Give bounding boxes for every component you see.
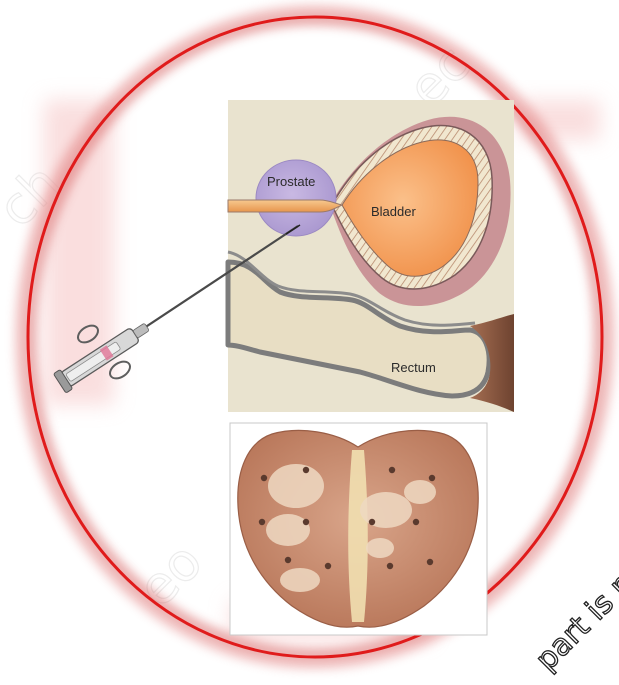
specimen-central-groove (348, 450, 368, 622)
bladder-label: Bladder (371, 204, 416, 219)
prostate-specimen-panel (230, 423, 487, 635)
anatomy-panel: Prostate Bladder Rectum (228, 100, 514, 412)
prostate-gland (256, 160, 336, 236)
prostate-label: Prostate (267, 174, 315, 189)
watermark-corner-text: part is n (529, 566, 619, 678)
urethra (228, 200, 342, 212)
rectum-label: Rectum (391, 360, 436, 375)
